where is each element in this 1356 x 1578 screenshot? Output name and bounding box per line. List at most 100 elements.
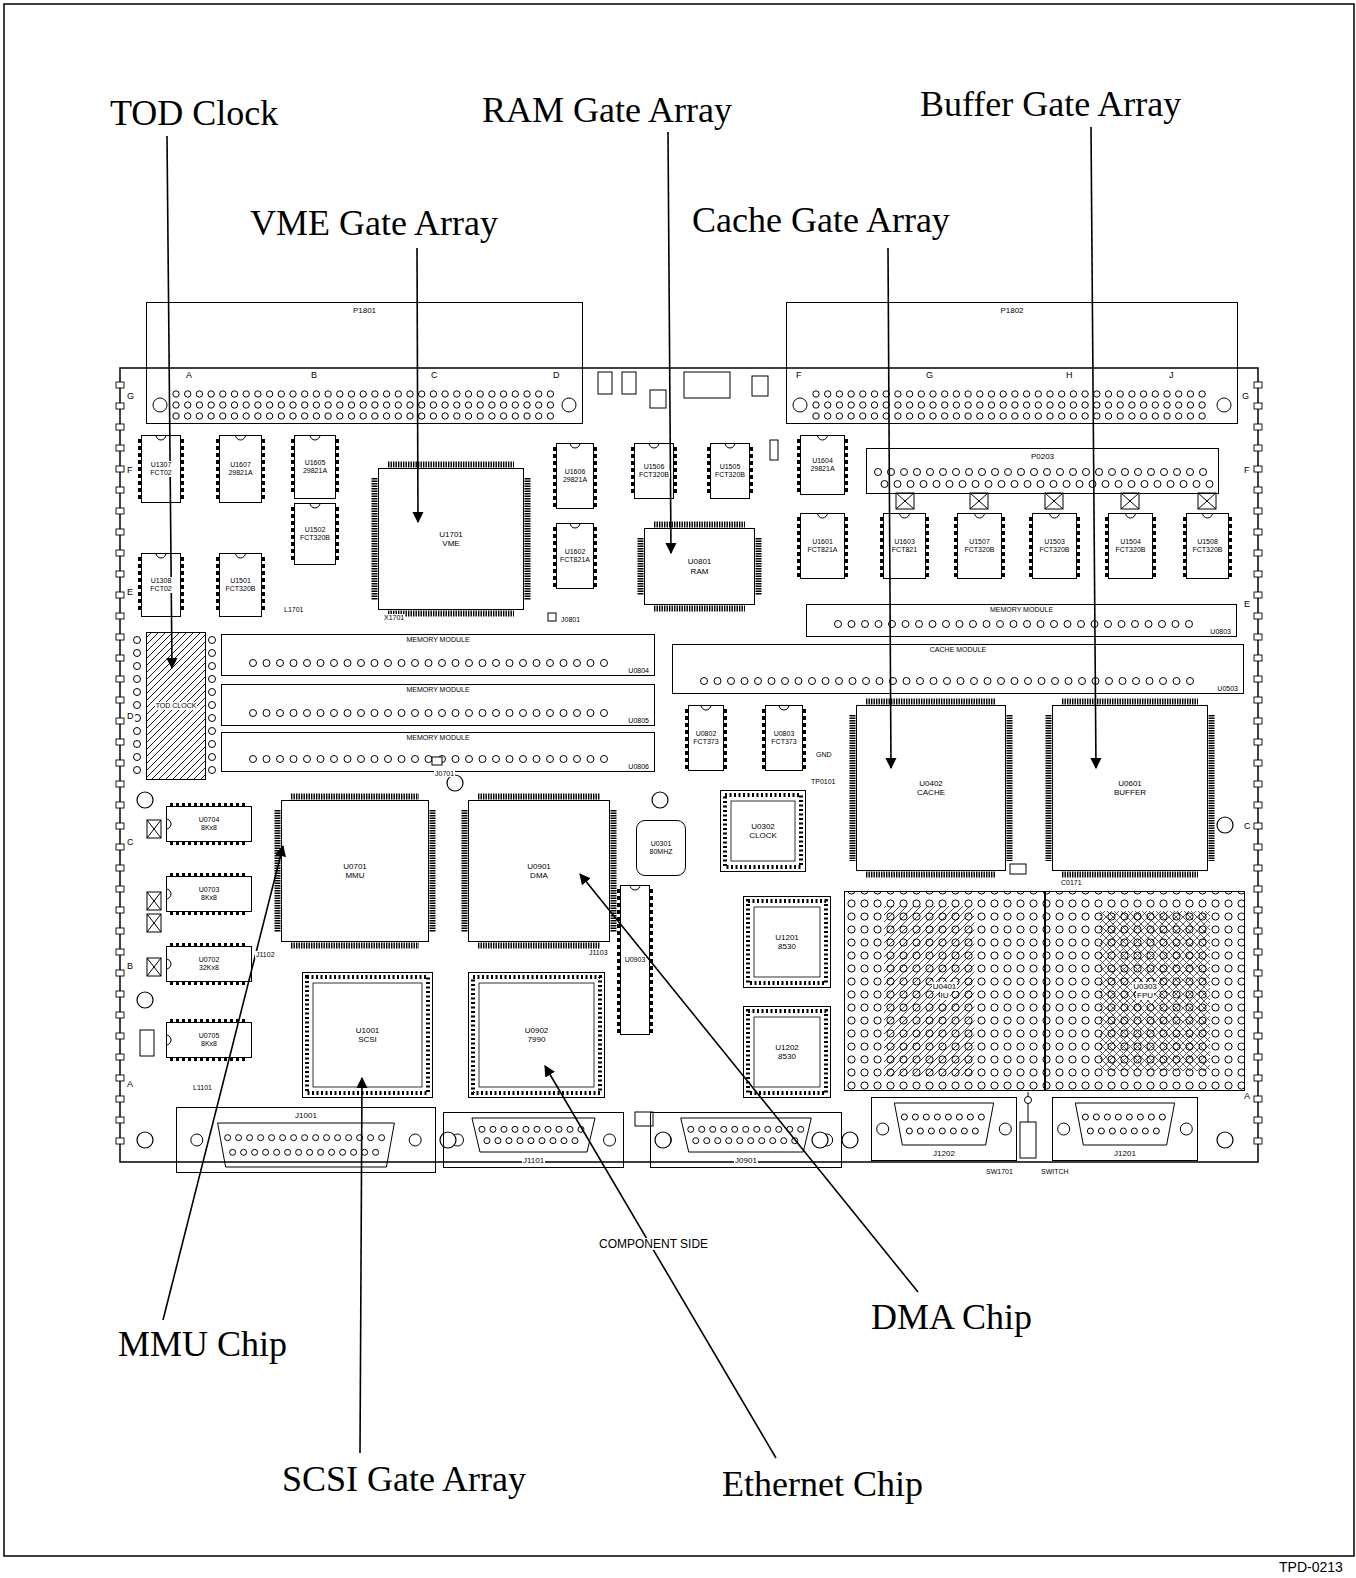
leader-line — [545, 1066, 776, 1458]
chip-pin — [650, 945, 653, 949]
pad-cross — [147, 892, 161, 910]
chip-pin — [194, 1058, 197, 1061]
board-marking: G — [925, 371, 934, 380]
pin-hole — [550, 1138, 556, 1144]
small-part — [1010, 864, 1026, 874]
component-detail — [307, 977, 428, 1093]
chip-label: DMA — [529, 871, 549, 880]
pin-hole — [574, 710, 581, 717]
pin-hole — [1023, 413, 1029, 419]
pin-hole — [547, 660, 554, 667]
chip-label: U0701 — [342, 862, 368, 871]
chip-pin — [182, 982, 185, 985]
chip-pin — [926, 545, 929, 549]
chip-label: J1201 — [1113, 1149, 1137, 1158]
chip-label: FCT320B — [1192, 546, 1224, 554]
pin-hole — [601, 756, 608, 763]
chip-label: 29821A — [302, 467, 328, 475]
pin-hole — [988, 391, 994, 397]
chip-pin — [188, 1058, 191, 1061]
pin-hole — [317, 660, 324, 667]
chip-label: FCT320B — [1115, 546, 1147, 554]
pin-hole — [533, 756, 540, 763]
chip-pin — [262, 488, 265, 492]
pin-hole — [372, 391, 378, 397]
gate-array-chip: U1701VME — [378, 468, 524, 610]
d-sub-connector: J1201 — [1052, 1097, 1198, 1161]
dip-chip: U0903 — [620, 885, 650, 1035]
pin-hole — [290, 413, 296, 419]
chip-pin — [724, 758, 727, 762]
edge-tab — [1254, 844, 1262, 850]
pin-hole — [307, 1149, 313, 1155]
dip-chip: U1502FCT320B — [294, 503, 336, 565]
pin-hole — [520, 756, 527, 763]
edge-tab — [116, 949, 124, 955]
pin-hole — [278, 391, 284, 397]
board-marking: C0171 — [1060, 879, 1083, 886]
dip-chip: U160729821A — [219, 435, 262, 503]
chip-label: U0401 — [932, 982, 958, 991]
pin-hole — [266, 402, 272, 408]
pin-hole — [871, 391, 877, 397]
mount-hole — [562, 398, 576, 412]
pin-row — [291, 794, 419, 800]
edge-tab — [116, 697, 124, 703]
pin-hole — [977, 402, 983, 408]
dip-chip: U0803FCT373 — [765, 705, 803, 771]
pin-hole — [220, 391, 226, 397]
pin-hole — [1132, 621, 1139, 628]
chip-label: P1801 — [352, 306, 377, 315]
pin-hole — [208, 402, 214, 408]
pin-hole — [536, 413, 542, 419]
edge-tab — [1254, 781, 1262, 787]
d-sub-connector: J1101 — [443, 1112, 624, 1168]
chip-pin — [803, 723, 806, 727]
chip-label: 8530 — [777, 942, 797, 951]
component-detail — [875, 469, 1214, 488]
component-detail — [1105, 513, 1156, 577]
pin-hole — [755, 678, 762, 685]
mounting-hole — [1217, 817, 1233, 833]
pin-hole — [479, 756, 486, 763]
pin-hole — [917, 1128, 923, 1134]
chip-label: CLOCK — [748, 831, 778, 840]
pin-hole — [961, 1128, 967, 1134]
pin-hole — [748, 1138, 754, 1144]
component-detail — [844, 891, 1045, 1091]
pin-hole — [587, 660, 594, 667]
pin-hole — [1025, 678, 1032, 685]
pin-hole — [1070, 402, 1076, 408]
pin-hole — [173, 402, 179, 408]
dip-chip: U1507FCT320B — [957, 513, 1002, 579]
pin-hole — [324, 1135, 330, 1141]
board-marking: TP0101 — [810, 778, 837, 785]
chip-pin — [650, 980, 653, 984]
pin-hole — [280, 1135, 286, 1141]
pin-row — [388, 462, 514, 468]
chip-pin — [750, 475, 753, 479]
pin-hole — [230, 1149, 236, 1155]
pin-hole — [1119, 678, 1126, 685]
pin-hole — [1154, 481, 1161, 488]
chip-pin — [845, 552, 848, 556]
chip-pin — [224, 842, 227, 845]
chip-pin — [224, 912, 227, 915]
pin-hole — [493, 660, 500, 667]
pin-hole — [1059, 413, 1065, 419]
pin-hole — [331, 756, 338, 763]
chip-label: FCT821 — [891, 546, 918, 554]
pin-hole — [263, 756, 270, 763]
pin-hole — [477, 413, 483, 419]
chip-label: FCT821A — [807, 546, 839, 554]
pin-hole — [1133, 678, 1140, 685]
mounting-hole — [137, 792, 153, 808]
chip-pin — [803, 709, 806, 713]
dip-chip: U1506FCT320B — [634, 443, 674, 499]
chip-pin — [650, 1001, 653, 1005]
component-detail — [762, 705, 806, 769]
pin-hole — [313, 1135, 319, 1141]
pin-hole — [1176, 402, 1182, 408]
pad-cross — [147, 958, 161, 976]
